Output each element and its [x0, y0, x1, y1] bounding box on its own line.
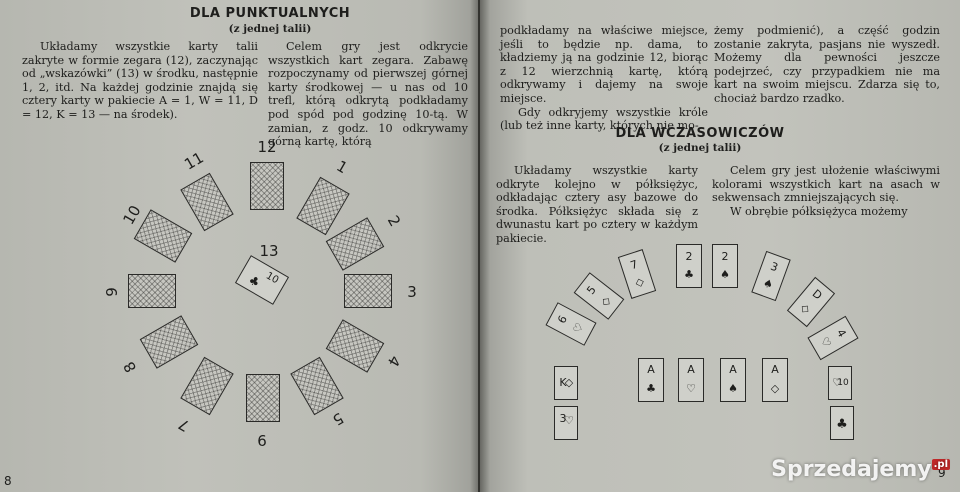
text-column-2: Celem gry jest odkrycie wszystkich kart …: [268, 40, 468, 149]
arc-card: 10 ♡: [828, 366, 852, 400]
clock-number-13: 13: [259, 242, 279, 260]
arc-card: 2 ♠: [712, 244, 738, 288]
section-title: DLA WCZASOWICZÓW: [615, 126, 785, 141]
card-4: [325, 319, 385, 373]
arc-card: 2 ♣: [676, 244, 702, 288]
card-10: [133, 209, 193, 263]
clock-number-4: 4: [383, 352, 405, 370]
card-rank: 7: [628, 257, 640, 273]
card-rank: 10: [837, 378, 849, 388]
card-rank: A: [729, 363, 737, 376]
watermark: Sprzedajemy.pl: [771, 457, 950, 482]
page-number: 8: [4, 474, 12, 488]
heart-icon: ♡: [686, 382, 696, 395]
text-column-1: Układamy wszystkie karty talii zakryte w…: [22, 40, 258, 122]
arc-card: K ◇: [554, 366, 578, 400]
arc-card: D ◇: [786, 276, 836, 328]
card-rank: 2: [721, 250, 729, 263]
page-title: DLA PUNKTUALNYCH: [189, 6, 351, 21]
ace-card: A ♣: [638, 358, 664, 402]
card-rank: 3: [768, 259, 780, 275]
paragraph: Układamy wszystkie karty odkryte kolejno…: [496, 164, 698, 245]
clock-number-3: 3: [407, 283, 417, 301]
arc-card: 6 ♡: [545, 302, 597, 346]
card-7: [180, 356, 234, 416]
card-rank: A: [771, 363, 779, 376]
heart-icon: ♡: [564, 414, 574, 427]
heart-icon: ♡: [832, 376, 842, 389]
clock-number-12: 12: [257, 138, 277, 156]
card-rank: A: [647, 363, 655, 376]
arc-card: ♣: [830, 406, 854, 440]
card-rank: A: [687, 363, 695, 376]
clock-number-5: 5: [329, 408, 347, 430]
spade-icon: ♠: [761, 276, 775, 292]
club-icon: ♣: [646, 382, 656, 395]
card-6: [246, 374, 280, 422]
section-subtitle: (z jednej talii): [658, 142, 742, 154]
paragraph: podkładamy na właściwe miejsce, jeśli to…: [500, 24, 708, 105]
clock-number-8: 8: [119, 358, 141, 376]
top-text-column-1: podkładamy na właściwe miejsce, jeśli to…: [500, 24, 708, 133]
clock-number-1: 1: [333, 156, 351, 178]
book-gutter: [470, 0, 490, 492]
text-column-2: Celem gry jest ułożenie właściwymi kolor…: [712, 164, 940, 218]
text-column-1: Układamy wszystkie karty odkryte kolejno…: [496, 164, 698, 246]
clock-number-9: 9: [103, 287, 121, 297]
diamond-icon: ◇: [564, 376, 574, 389]
paragraph: Celem gry jest ułożenie właściwymi kolor…: [712, 164, 940, 205]
card-2: [325, 217, 385, 271]
club-icon: ♣: [684, 268, 694, 281]
card-12: [250, 162, 284, 210]
spade-icon: ♠: [720, 268, 730, 281]
card-5: [290, 356, 344, 416]
ace-card: A ♡: [678, 358, 704, 402]
card-1: [296, 176, 350, 236]
ace-card: A ◇: [762, 358, 788, 402]
heart-icon: ♡: [570, 320, 587, 336]
card-11: [180, 172, 234, 232]
diamond-icon: ◇: [633, 274, 646, 290]
clock-number-6: 6: [257, 432, 267, 450]
page-number: 9: [938, 466, 946, 480]
arc-card: 7 ◇: [617, 249, 657, 299]
card-8: [139, 315, 199, 369]
paragraph: W obrębie półksiężyca możemy: [730, 204, 908, 218]
right-page: podkładamy na właściwe miejsce, jeśli to…: [480, 0, 960, 492]
club-icon: ♣: [836, 417, 848, 432]
top-text-column-2: żemy podmienić), a część godzin zostanie…: [714, 24, 940, 106]
page-subtitle: (z jednej talii): [228, 23, 312, 35]
paragraph: Układamy wszystkie karty talii zakryte w…: [22, 40, 258, 121]
paragraph: Gdy odkryjemy wszystkie króle (lub też i…: [500, 105, 708, 133]
watermark-suffix: .pl: [931, 459, 950, 470]
spade-icon: ♠: [728, 382, 738, 395]
center-card: 10 ♣: [234, 255, 290, 305]
arc-card: 3 ♡: [554, 406, 578, 440]
card-3: [344, 274, 392, 308]
arc-card: 4 ♡: [807, 315, 859, 361]
diamond-icon: ◇: [770, 382, 780, 395]
paragraph: Celem gry jest odkrycie wszystkich kart …: [268, 40, 468, 149]
watermark-text: Sprzedajemy: [771, 457, 932, 482]
card-rank: K: [559, 376, 567, 389]
card-rank: 3: [559, 412, 567, 425]
paragraph: żemy podmienić), a część godzin zostanie…: [714, 24, 940, 105]
left-page: DLA PUNKTUALNYCH (z jednej talii) Układa…: [0, 0, 478, 492]
clock-number-7: 7: [175, 414, 193, 436]
arc-card: 5 ◇: [573, 272, 625, 320]
clock-number-11: 11: [181, 148, 207, 174]
ace-card: A ♠: [720, 358, 746, 402]
arc-card: 3 ♠: [751, 250, 791, 302]
clock-number-2: 2: [383, 212, 405, 230]
card-9: [128, 274, 176, 308]
card-rank: 2: [685, 250, 693, 263]
